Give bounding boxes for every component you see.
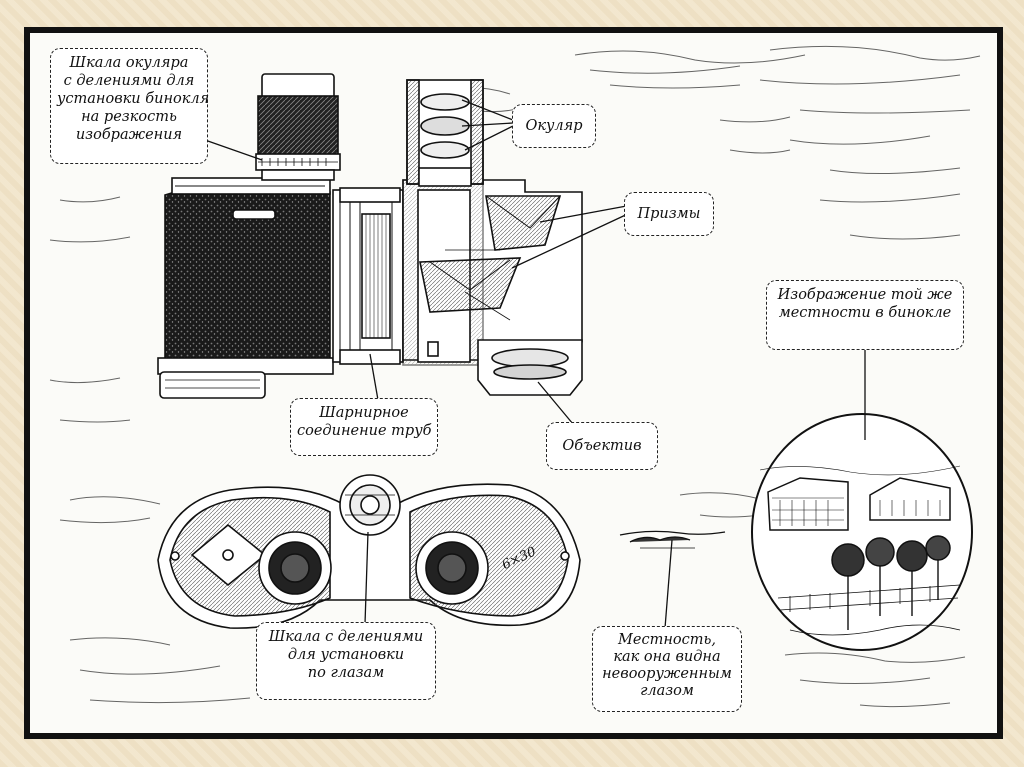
callout-line: для установки — [287, 647, 405, 663]
binocular-cutaway — [157, 73, 583, 399]
callout-line: местности в бинокле — [778, 305, 952, 321]
callout-line: на резкость — [81, 109, 177, 125]
callout-view-in-binocular: Изображение той же местности в бинокле — [766, 280, 964, 350]
binocular-front-view — [157, 474, 581, 629]
callout-objective: Объектив — [546, 422, 658, 470]
callout-line: Призмы — [637, 206, 701, 222]
callout-hinge: Шарнирное соединение труб — [290, 398, 438, 456]
callout-line: невооруженным — [602, 666, 732, 682]
binocular-view-circle — [751, 413, 973, 651]
callout-line: Местность, — [618, 632, 716, 648]
callout-line: Шкала окуляра — [69, 55, 189, 71]
callout-eyepiece-scale: Шкала окуляра с делениями для установки … — [50, 48, 210, 164]
callout-line: глазом — [640, 683, 694, 699]
callout-line: изображения — [75, 127, 183, 143]
callout-naked-eye: Местность, как она видна невооруженным г… — [592, 626, 742, 712]
callout-line: Шкала с делениями — [268, 629, 424, 645]
callout-line: Объектив — [562, 438, 642, 454]
callout-line: с делениями для — [63, 73, 195, 89]
callout-line: как она видна — [613, 649, 721, 665]
callout-line: Изображение той же — [777, 287, 953, 303]
callout-eyepiece: Окуляр — [512, 104, 596, 148]
callout-line: по глазам — [307, 665, 385, 681]
callout-eye-scale: Шкала с делениями для установки по глаза… — [256, 622, 436, 700]
callout-prisms: Призмы — [624, 192, 714, 236]
callout-line: установки бинокля — [57, 91, 210, 107]
naked-eye-landscape — [619, 530, 726, 549]
callout-line: соединение труб — [297, 423, 432, 439]
callout-line: Шарнирное — [319, 405, 409, 421]
callout-line: Окуляр — [525, 118, 583, 134]
